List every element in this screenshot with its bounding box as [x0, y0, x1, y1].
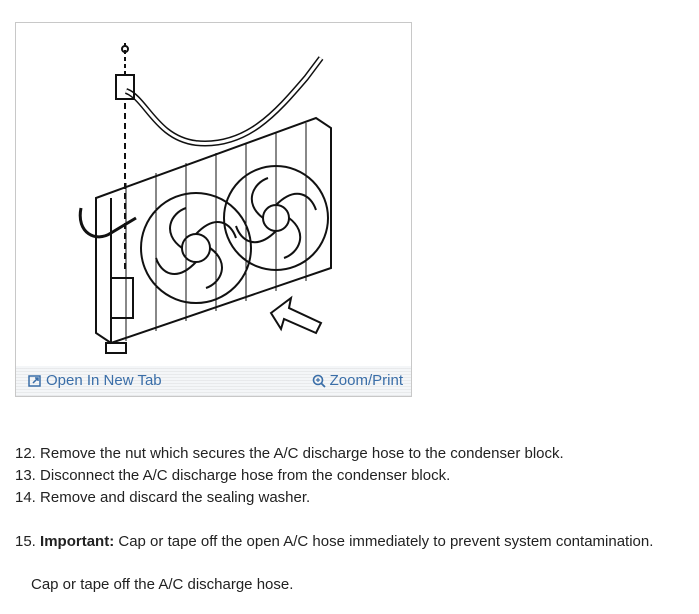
step-text: Remove the nut which secures the A/C dis…: [40, 445, 564, 462]
figure-note: Cap or tape off the A/C discharge hose.: [31, 576, 294, 593]
procedure-steps: 12. Remove the nut which secures the A/C…: [15, 443, 653, 553]
figure-toolbar: Open In New Tab Zoom/Print: [16, 366, 411, 396]
step-text: Remove and discard the sealing washer.: [40, 489, 311, 506]
open-in-new-tab-icon: [28, 374, 41, 387]
important-label: Important:: [40, 533, 115, 550]
zoom-print-label: Zoom/Print: [329, 372, 403, 389]
zoom-print-link[interactable]: Zoom/Print: [312, 372, 403, 389]
step-15: 15. Important: Cap or tape off the open …: [15, 531, 653, 553]
step-text: Disconnect the A/C discharge hose from t…: [40, 467, 451, 484]
open-in-new-tab-link[interactable]: Open In New Tab: [28, 372, 162, 389]
step-number: 13.: [15, 467, 36, 484]
step-number: 12.: [15, 445, 36, 462]
step-number: 14.: [15, 489, 36, 506]
step-14: 14. Remove and discard the sealing washe…: [15, 487, 653, 509]
step-12: 12. Remove the nut which secures the A/C…: [15, 443, 653, 465]
open-in-new-tab-label: Open In New Tab: [46, 372, 162, 389]
spacer: [15, 509, 653, 531]
ac-condenser-fan-diagram: [78, 43, 332, 354]
step-text: Cap or tape off the open A/C hose immedi…: [118, 533, 654, 550]
step-number: 15.: [15, 533, 36, 550]
magnifier-zoom-icon: [312, 374, 326, 388]
step-13: 13. Disconnect the A/C discharge hose fr…: [15, 465, 653, 487]
figure-panel: Open In New Tab Zoom/Print: [15, 22, 412, 397]
